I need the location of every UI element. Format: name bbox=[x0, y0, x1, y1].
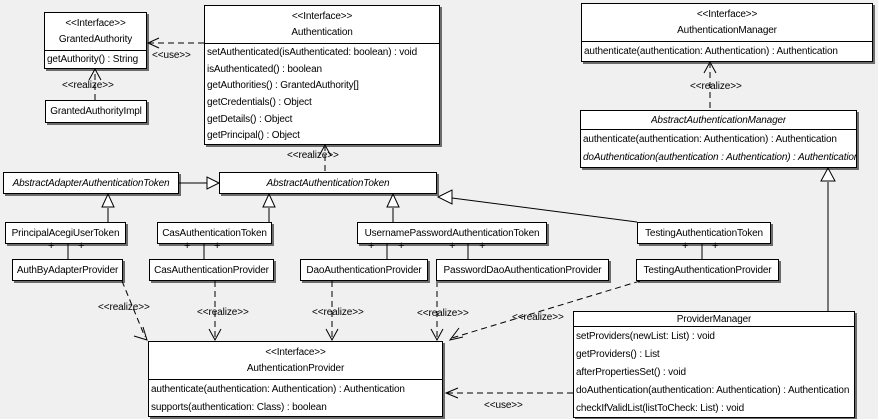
class-name: TestingAuthenticationProvider bbox=[643, 264, 772, 276]
stereotype-label: <<Interface>> bbox=[696, 9, 758, 20]
class-name: UsernamePasswordAuthenticationToken bbox=[364, 227, 540, 239]
class-granted-authority-impl[interactable]: GrantedAuthorityImpl bbox=[45, 100, 147, 123]
stereotype-label: <<Interface>> bbox=[65, 18, 126, 29]
class-name: CasAuthenticationProvider bbox=[154, 264, 269, 276]
class-principal-acegi-user-token[interactable]: PrincipalAcegiUserToken bbox=[5, 222, 126, 244]
class-name: AbstractAuthenticationManager bbox=[650, 114, 787, 126]
class-name: GrantedAuthority bbox=[58, 34, 133, 45]
class-name: GrantedAuthorityImpl bbox=[50, 106, 142, 117]
multiplicity-plus: + bbox=[682, 240, 689, 252]
class-name: AuthenticationManager bbox=[677, 25, 777, 36]
class-name: Authentication bbox=[291, 27, 353, 38]
realize-label: <<realize>> bbox=[512, 312, 564, 323]
class-username-password-authentication-token[interactable]: UsernamePasswordAuthenticationToken bbox=[357, 222, 547, 244]
method-label: checkIfValidList(listToCheck: List) : vo… bbox=[576, 402, 745, 414]
class-name: AbstractAdapterAuthenticationToken bbox=[12, 177, 170, 189]
stereotype-label: <<Interface>> bbox=[265, 347, 326, 358]
method-label: doAuthentication(authentication: Authent… bbox=[576, 384, 850, 396]
class-provider-manager[interactable]: ProviderManager setProviders(newList: Li… bbox=[573, 311, 855, 418]
class-name: TestingAuthenticationToken bbox=[645, 227, 763, 239]
method-label: getPrincipal() : Object bbox=[207, 130, 300, 142]
multiplicity-plus: + bbox=[184, 240, 191, 252]
multiplicity-plus: + bbox=[449, 240, 456, 252]
realize-label: <<realize>> bbox=[690, 81, 742, 92]
class-cas-authentication-provider[interactable]: CasAuthenticationProvider bbox=[149, 259, 274, 281]
class-authentication[interactable]: <<Interface>> Authentication setAuthenti… bbox=[204, 5, 440, 145]
realize-label: <<realize>> bbox=[62, 80, 114, 91]
class-granted-authority[interactable]: <<Interface>> GrantedAuthority getAuthor… bbox=[44, 12, 147, 69]
class-abstract-adapter-authentication-token[interactable]: AbstractAdapterAuthenticationToken bbox=[3, 172, 179, 194]
class-name: ProviderManager bbox=[676, 313, 752, 325]
multiplicity-plus: + bbox=[712, 240, 719, 252]
use-label: <<use>> bbox=[484, 400, 523, 411]
multiplicity-plus: + bbox=[479, 240, 486, 252]
method-label: afterPropertiesSet() : void bbox=[576, 366, 686, 378]
class-name: DaoAuthenticationProvider bbox=[306, 264, 422, 276]
class-testing-authentication-token[interactable]: TestingAuthenticationToken bbox=[637, 222, 771, 244]
class-name: AbstractAuthenticationToken bbox=[266, 177, 390, 189]
class-name: AuthenticationProvider bbox=[246, 363, 345, 374]
realize-label: <<realize>> bbox=[98, 302, 150, 313]
realize-label: <<realize>> bbox=[287, 150, 339, 161]
method-label: getAuthorities() : GrantedAuthority[] bbox=[207, 80, 359, 92]
class-abstract-authentication-manager[interactable]: AbstractAuthenticationManager authentica… bbox=[580, 110, 857, 168]
class-testing-authentication-provider[interactable]: TestingAuthenticationProvider bbox=[636, 259, 779, 281]
class-authentication-manager[interactable]: <<Interface>> AuthenticationManager auth… bbox=[581, 3, 873, 62]
class-abstract-authentication-token[interactable]: AbstractAuthenticationToken bbox=[219, 172, 437, 194]
realize-label: <<realize>> bbox=[417, 308, 469, 319]
method-label: doAuthentication(authentication : Authen… bbox=[583, 152, 856, 164]
multiplicity-plus: + bbox=[368, 240, 375, 252]
method-label: authenticate(authentication: Authenticat… bbox=[583, 133, 837, 145]
method-label: getAuthority() : String bbox=[47, 54, 139, 65]
class-name: AuthByAdapterProvider bbox=[16, 264, 119, 276]
class-authentication-provider[interactable]: <<Interface>> AuthenticationProvider aut… bbox=[148, 341, 443, 417]
method-label: setProviders(newList: List) : void bbox=[576, 330, 715, 342]
class-dao-authentication-provider[interactable]: DaoAuthenticationProvider bbox=[300, 259, 428, 281]
method-label: getDetails() : Object bbox=[207, 113, 293, 125]
method-label: setAuthenticated(isAuthenticated: boolea… bbox=[207, 46, 418, 58]
method-label: authenticate(authentication: Authenticat… bbox=[151, 383, 405, 395]
class-name: PasswordDaoAuthenticationProvider bbox=[443, 264, 602, 276]
multiplicity-plus: + bbox=[214, 240, 221, 252]
multiplicity-plus: + bbox=[48, 240, 55, 252]
class-auth-by-adapter-provider[interactable]: AuthByAdapterProvider bbox=[12, 259, 123, 281]
realize-label: <<realize>> bbox=[197, 307, 249, 318]
method-label: isAuthenticated() : boolean bbox=[207, 63, 322, 75]
multiplicity-plus: + bbox=[398, 240, 405, 252]
class-name: PrincipalAcegiUserToken bbox=[11, 227, 120, 239]
stereotype-label: <<Interface>> bbox=[291, 11, 353, 22]
class-name: CasAuthenticationToken bbox=[162, 227, 267, 239]
class-cas-authentication-token[interactable]: CasAuthenticationToken bbox=[157, 222, 272, 244]
method-label: supports(authentication: Class) : boolea… bbox=[151, 401, 327, 413]
multiplicity-plus: + bbox=[78, 240, 85, 252]
method-label: authenticate(authentication: Authenticat… bbox=[584, 46, 838, 57]
class-password-dao-authentication-provider[interactable]: PasswordDaoAuthenticationProvider bbox=[436, 259, 609, 281]
method-label: getCredentials() : Object bbox=[207, 96, 312, 108]
method-label: getProviders() : List bbox=[576, 348, 660, 360]
use-label: <<use>> bbox=[152, 50, 191, 61]
realize-label: <<realize>> bbox=[312, 307, 364, 318]
